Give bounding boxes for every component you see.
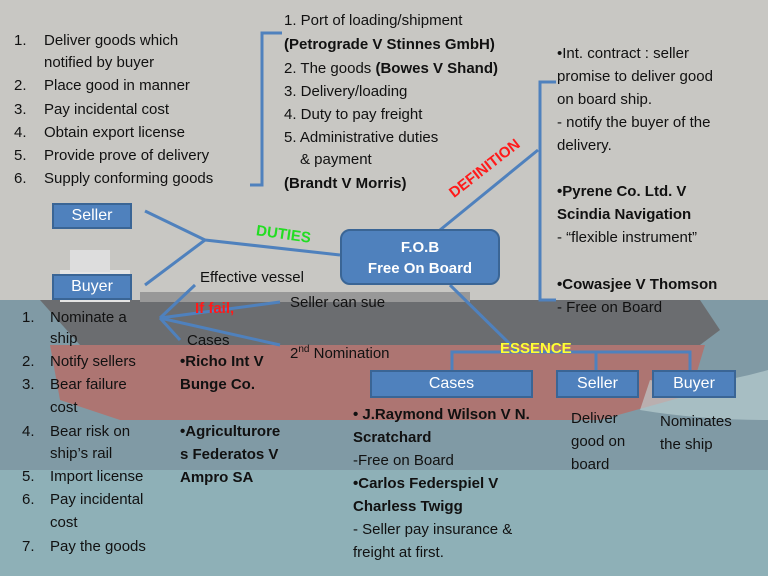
list-number: 7. <box>22 538 35 555</box>
list-number: 1. <box>14 32 27 49</box>
case-note: - Seller pay insurance & <box>353 521 513 538</box>
list-item: cost <box>50 514 78 531</box>
topic-item: 4. Duty to pay freight <box>284 106 423 123</box>
list-item: Bear failure <box>50 376 127 393</box>
case-citation: •Pyrene Co. Ltd. V <box>557 183 687 200</box>
topic-item: 1. Port of loading/shipment <box>284 12 463 29</box>
list-number: 2. <box>22 353 35 370</box>
essence-seller-line: Deliver <box>571 410 618 427</box>
case-citation: •Agriculturore <box>180 423 281 440</box>
topic-item: 5. Administrative duties <box>284 129 439 146</box>
case-citation: (Petrograde V Stinnes GmbH) <box>284 36 495 53</box>
list-number: 3. <box>14 101 27 118</box>
case-note: -Free on Board <box>353 452 454 469</box>
case-citation: Ampro SA <box>180 469 254 486</box>
list-item: Import license <box>50 468 144 485</box>
case-citation: •Cowasjee V Thomson <box>557 276 718 293</box>
effective-vessel-text: Effective vessel <box>200 269 304 286</box>
essence-cases-box: Cases <box>370 370 533 398</box>
definition-line: on board ship. <box>557 91 653 108</box>
list-number: 2. <box>14 77 27 94</box>
second-nomination-text: 2nd Nomination <box>290 344 390 362</box>
definition-line: - Free on Board <box>557 299 663 316</box>
definition-line: promise to deliver good <box>557 68 713 85</box>
case-citation: Scratchard <box>353 429 432 446</box>
case-citation: (Bowes V Shand) <box>375 60 498 77</box>
list-item: Pay the goods <box>50 538 146 555</box>
list-number: 6. <box>22 491 35 508</box>
definition-line: - “flexible instrument” <box>557 229 698 246</box>
list-item: Provide prove of delivery <box>44 147 210 164</box>
essence-buyer-line: Nominates <box>660 413 732 430</box>
list-number: 5. <box>22 468 35 485</box>
list-number: 3. <box>22 376 35 393</box>
case-citation: s Federatos V <box>180 446 279 463</box>
cases-text: Cases <box>187 332 230 349</box>
list-item: Bear risk on <box>50 423 131 440</box>
seller-box: Seller <box>52 203 132 229</box>
list-item: ship <box>50 330 78 347</box>
list-item: ship’s rail <box>50 445 113 462</box>
topic-item: 3. Delivery/loading <box>284 83 408 100</box>
list-item: Obtain export license <box>44 124 185 141</box>
definition-line: delivery. <box>557 137 612 154</box>
essence-buyer-line: the ship <box>660 436 713 453</box>
case-citation: Charless Twigg <box>353 498 463 515</box>
list-number: 6. <box>14 170 27 187</box>
case-note: freight at first. <box>353 544 444 561</box>
fob-title: F.O.B <box>400 239 440 256</box>
case-citation: •Carlos Federspiel V <box>353 475 499 492</box>
topic-item: 2. The goods (Bowes V Shand) <box>284 60 498 77</box>
essence-seller-box: Seller <box>556 370 639 398</box>
case-citation: Bunge Co. <box>180 376 255 393</box>
list-number: 5. <box>14 147 27 164</box>
list-number: 1. <box>22 309 35 326</box>
buyer-box: Buyer <box>52 274 132 300</box>
definition-line: •Int. contract : seller <box>557 45 689 62</box>
list-item: cost <box>50 399 78 416</box>
seller-can-sue-text: Seller can sue <box>290 294 386 311</box>
list-item: Notify sellers <box>50 353 136 370</box>
essence-seller-line: board <box>571 456 610 473</box>
case-citation: Scindia Navigation <box>557 206 692 223</box>
fob-center-box: F.O.B Free On Board <box>340 229 500 285</box>
fob-subtitle: Free On Board <box>367 260 473 277</box>
list-item: Place good in manner <box>44 77 190 94</box>
essence-label: ESSENCE <box>500 340 572 357</box>
case-citation: (Brandt V Morris) <box>284 175 407 192</box>
list-number: 4. <box>22 423 35 440</box>
list-number: 4. <box>14 124 27 141</box>
definition-line: - notify the buyer of the <box>557 114 711 131</box>
case-citation: •Richo Int V <box>180 353 264 370</box>
list-item: Pay incidental cost <box>44 101 170 118</box>
list-item: Nominate a <box>50 309 127 326</box>
essence-seller-line: good on <box>571 433 626 450</box>
list-item: notified by buyer <box>44 54 155 71</box>
list-item: Deliver goods which <box>44 32 179 49</box>
list-item: Supply conforming goods <box>44 170 214 187</box>
list-item: Pay incidental <box>50 491 144 508</box>
if-fail-label: If fail, <box>195 300 235 317</box>
case-citation: • J.Raymond Wilson V N. <box>353 406 530 423</box>
topic-item: & payment <box>300 151 372 168</box>
essence-buyer-box: Buyer <box>652 370 736 398</box>
